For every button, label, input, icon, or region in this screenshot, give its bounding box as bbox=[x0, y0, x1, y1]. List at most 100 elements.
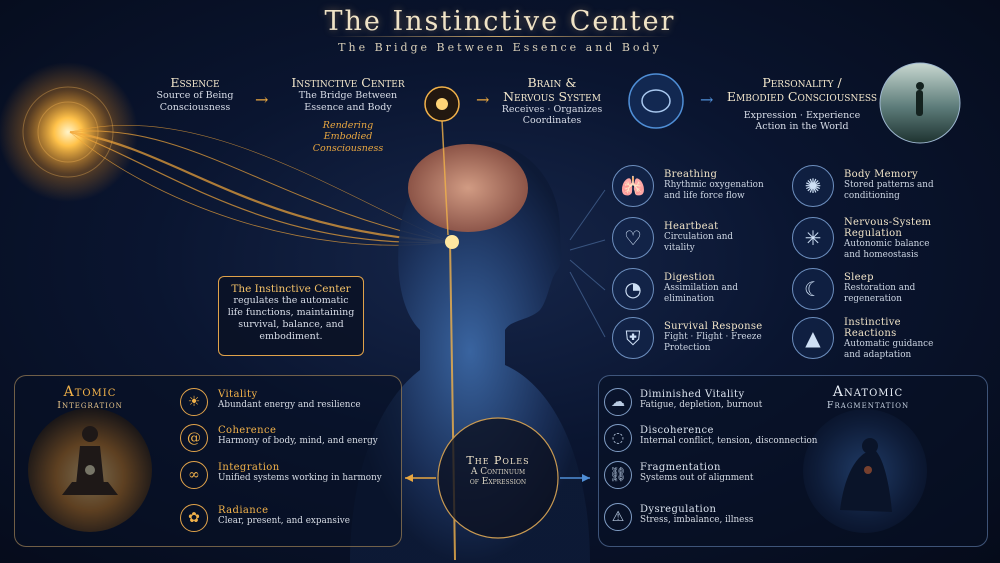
function-title: Body Memory bbox=[844, 169, 918, 180]
stomach-icon: ◔ bbox=[612, 268, 654, 310]
poles-line-1: A Continuum bbox=[470, 467, 526, 477]
instinctive-title: Instinctive Center bbox=[291, 75, 405, 90]
sun-icon: ☀ bbox=[180, 388, 208, 416]
anatomic-item-text: Systems out of alignment bbox=[640, 473, 754, 483]
atomic-panel bbox=[14, 375, 402, 547]
callout-line-4: embodiment. bbox=[259, 330, 323, 342]
poles-label: The Poles A Continuum of Expression bbox=[448, 454, 548, 487]
function-title: Sleep bbox=[844, 272, 874, 283]
anatomic-heading: Anatomic Fragmentation bbox=[808, 384, 928, 411]
personality-block: Personality / Embodied Consciousness Exp… bbox=[722, 76, 882, 133]
circles-icon: ∞ bbox=[180, 461, 208, 489]
function-text: Assimilation and bbox=[664, 283, 739, 293]
atomic-item-title: Integration bbox=[218, 462, 280, 473]
function-text: Fight · Flight · Freeze bbox=[664, 332, 762, 342]
brain-node bbox=[628, 73, 684, 129]
anatomic-item-text: Stress, imbalance, illness bbox=[640, 515, 754, 525]
anatomic-item-text: Internal conflict, tension, disconnectio… bbox=[640, 436, 818, 446]
anatomic-item-title: Fragmentation bbox=[640, 462, 721, 473]
personality-line-2: Action in the World bbox=[755, 121, 849, 133]
function-title: Instinctive bbox=[844, 317, 901, 328]
callout-line-2: life functions, maintaining bbox=[227, 306, 355, 318]
brain-line-1: Receives · Organizes bbox=[501, 103, 603, 115]
function-title: Survival Response bbox=[664, 321, 763, 332]
broken-link-icon: ⛓ bbox=[604, 461, 632, 489]
atomic-subtitle: Integration bbox=[57, 400, 123, 411]
instinctive-note-1: Rendering bbox=[322, 119, 374, 131]
function-text: Circulation and bbox=[664, 232, 734, 242]
shield-icon: ⛨ bbox=[612, 317, 654, 359]
personality-title-2: Embodied Consciousness bbox=[726, 88, 878, 104]
callout-title: The Instinctive Center bbox=[231, 283, 351, 295]
function-title: Regulation bbox=[844, 228, 903, 239]
function-text: Autonomic balance bbox=[844, 239, 930, 249]
lotus-icon: ✿ bbox=[180, 504, 208, 532]
function-text: Protection bbox=[664, 343, 711, 354]
atomic-heading: Atomic Integration bbox=[30, 384, 150, 411]
poles-circle bbox=[437, 417, 559, 539]
function-title: Nervous-System bbox=[844, 217, 932, 228]
page-subtitle: The Bridge Between Essence and Body bbox=[338, 41, 662, 54]
function-text: and homeostasis bbox=[844, 250, 919, 261]
atomic-item-text: Clear, present, and expansive bbox=[218, 516, 350, 526]
title-divider bbox=[330, 36, 670, 37]
atomic-item-title: Coherence bbox=[218, 425, 277, 436]
brain-title-1: Brain & bbox=[527, 75, 577, 90]
essence-block: Essence Source of Being Consciousness bbox=[140, 76, 250, 114]
anatomic-item-title: Dysregulation bbox=[640, 504, 717, 515]
essence-line-2: Consciousness bbox=[159, 101, 231, 113]
storm-cloud-icon: ☁ bbox=[604, 388, 632, 416]
function-text: conditioning bbox=[844, 191, 900, 202]
essence-line-1: Source of Being bbox=[156, 89, 234, 101]
lungs-icon: 🫁 bbox=[612, 165, 654, 207]
function-text: vitality bbox=[664, 243, 695, 254]
function-title: Reactions bbox=[844, 328, 897, 339]
wolf-icon: ▲ bbox=[792, 317, 834, 359]
flow-arrow-icon: → bbox=[700, 90, 714, 109]
brain-icon: ✺ bbox=[792, 165, 834, 207]
poles-line-2: of Expression bbox=[469, 477, 527, 487]
atomic-item-text: Harmony of body, mind, and energy bbox=[218, 436, 378, 446]
function-title: Breathing bbox=[664, 169, 718, 180]
swirl-icon: ◌ bbox=[604, 424, 632, 452]
page-title: The Instinctive Center bbox=[324, 6, 676, 37]
function-text: regeneration bbox=[844, 294, 902, 305]
atomic-title: Atomic bbox=[63, 384, 117, 400]
spiral-icon: @ bbox=[180, 424, 208, 452]
callout-line-3: survival, balance, and bbox=[238, 318, 344, 330]
anatomic-item-title: Diminished Vitality bbox=[640, 389, 745, 400]
function-text: Automatic guidance bbox=[844, 339, 934, 349]
flow-arrow-icon: → bbox=[476, 90, 490, 109]
anatomic-panel bbox=[598, 375, 988, 547]
flow-arrow-icon: → bbox=[255, 90, 269, 109]
energy-streams bbox=[69, 124, 451, 246]
function-text: Restoration and bbox=[844, 283, 916, 293]
atomic-item-title: Vitality bbox=[218, 389, 258, 400]
function-text: Stored patterns and bbox=[844, 180, 934, 190]
personality-title-1: Personality / bbox=[762, 75, 842, 90]
instinctive-line-1: The Bridge Between bbox=[298, 89, 398, 101]
neuron-icon: ✳ bbox=[792, 217, 834, 259]
anatomic-title: Anatomic bbox=[832, 384, 904, 400]
function-title: Digestion bbox=[664, 272, 716, 283]
brain-title-2: Nervous System bbox=[503, 88, 601, 104]
instinctive-line-2: Essence and Body bbox=[304, 101, 392, 113]
function-text: Rhythmic oxygenation bbox=[664, 180, 764, 190]
brain-graphic bbox=[408, 144, 528, 232]
brain-block: Brain & Nervous System Receives · Organi… bbox=[496, 76, 608, 127]
instinctive-block: Instinctive Center The Bridge Between Es… bbox=[288, 76, 408, 155]
atomic-item-text: Unified systems working in harmony bbox=[218, 473, 382, 483]
anatomic-subtitle: Fragmentation bbox=[826, 400, 910, 411]
warning-icon: ⚠ bbox=[604, 503, 632, 531]
function-text: elimination bbox=[664, 294, 715, 305]
callout-line-1: regulates the automatic bbox=[233, 295, 349, 306]
anatomic-item-title: Discoherence bbox=[640, 425, 714, 436]
heart-icon: ♡ bbox=[612, 217, 654, 259]
brain-line-2: Coordinates bbox=[522, 115, 582, 127]
poles-title: The Poles bbox=[466, 454, 530, 467]
function-title: Heartbeat bbox=[664, 221, 719, 232]
instinctive-note-2: Embodied Consciousness bbox=[312, 131, 384, 155]
function-text: and life force flow bbox=[664, 191, 745, 202]
essence-title: Essence bbox=[170, 75, 220, 90]
